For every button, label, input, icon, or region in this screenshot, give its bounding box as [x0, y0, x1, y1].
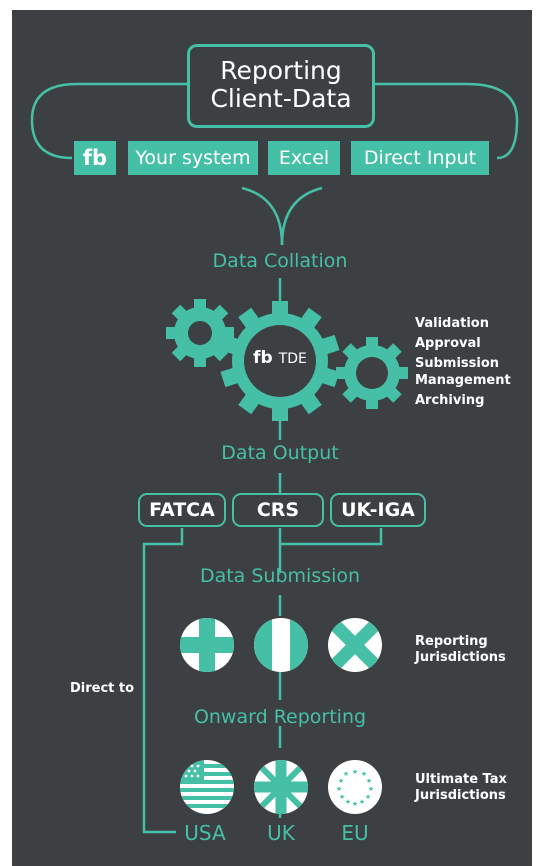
gear-cluster	[166, 299, 408, 421]
data-output-label: Data Output	[221, 442, 339, 464]
svg-text:★: ★	[345, 798, 351, 806]
saltire-flag-icon	[328, 618, 382, 672]
fb-source-chip: fb	[74, 141, 116, 175]
right-gear-icon	[336, 337, 408, 409]
cross-flag-icon	[180, 618, 234, 672]
onward-reporting-label: Onward Reporting	[193, 706, 367, 728]
function-list: Validation Approval Submission Managemen…	[415, 315, 511, 409]
small-gear-icon	[166, 299, 234, 367]
connector-lines	[30, 82, 519, 834]
fb-tde-label: fb TDE	[244, 348, 316, 368]
direct-input-chip: Direct Input	[351, 141, 489, 175]
your-system-label: Your system	[135, 147, 251, 169]
crs-label: CRS	[256, 499, 300, 521]
country-eu: EU	[341, 821, 369, 845]
eu-flag-icon: ★ ★ ★ ★ ★ ★ ★ ★ ★ ★ ★ ★	[328, 760, 382, 814]
output-fatca: FATCA	[138, 493, 226, 527]
main-gear-icon	[220, 301, 340, 421]
svg-text:★: ★	[365, 793, 371, 801]
diagram-panel: Reporting Client-Data fb Your system Exc…	[12, 10, 532, 866]
svg-text:★: ★	[336, 785, 342, 793]
svg-text:★: ★	[338, 777, 344, 785]
uk-flag-icon	[254, 760, 308, 814]
output-uk-iga: UK-IGA	[330, 493, 426, 527]
svg-text:★: ★	[368, 785, 374, 793]
function-archiving: Archiving	[415, 393, 485, 408]
svg-text:★: ★	[361, 770, 367, 778]
svg-text:★: ★	[352, 800, 358, 808]
fb-logo-icon: fb	[82, 146, 108, 170]
svg-text:★: ★	[352, 768, 358, 776]
ultimate-jurisdictions-label: Ultimate Tax Jurisdictions	[415, 772, 507, 804]
function-approval: Approval	[415, 336, 481, 351]
data-collation-label: Data Collation	[212, 250, 348, 272]
direct-input-label: Direct Input	[363, 147, 477, 169]
svg-text:★: ★	[359, 798, 365, 806]
usa-flag-icon	[180, 760, 234, 814]
vertical-tricolour-flag-icon	[254, 618, 308, 672]
function-submission: Submission	[415, 356, 500, 371]
reporting-jurisdictions-line1: Reporting	[415, 634, 488, 649]
reporting-jurisdictions-label: Reporting Jurisdictions	[415, 634, 506, 666]
svg-text:★: ★	[343, 770, 349, 778]
your-system-chip: Your system	[128, 141, 258, 175]
title-line2: Client-Data	[210, 84, 352, 113]
svg-text:★: ★	[366, 777, 372, 785]
reporting-jurisdictions-line2: Jurisdictions	[415, 650, 506, 665]
country-usa: USA	[184, 821, 226, 845]
country-uk: UK	[267, 821, 295, 845]
direct-to-label: Direct to	[70, 681, 135, 696]
title-box: Reporting Client-Data	[187, 44, 375, 128]
tde-label: TDE	[278, 351, 307, 367]
output-crs: CRS	[232, 493, 324, 527]
svg-text:★: ★	[339, 793, 345, 801]
data-submission-label: Data Submission	[199, 565, 361, 587]
function-validation: Validation	[415, 316, 489, 331]
title-line1: Reporting	[220, 56, 342, 85]
fb-logo-icon: fb	[253, 348, 273, 368]
excel-chip: Excel	[268, 141, 340, 175]
uk-iga-label: UK-IGA	[341, 499, 415, 521]
excel-label: Excel	[278, 147, 330, 169]
fatca-label: FATCA	[149, 499, 215, 521]
reporting-flags	[180, 618, 382, 672]
ultimate-flags: ★ ★ ★ ★ ★ ★ ★ ★ ★ ★ ★ ★	[180, 760, 382, 814]
function-management: Management	[415, 373, 511, 388]
ultimate-jurisdictions-line1: Ultimate Tax	[415, 772, 507, 787]
ultimate-jurisdictions-line2: Jurisdictions	[415, 788, 506, 803]
